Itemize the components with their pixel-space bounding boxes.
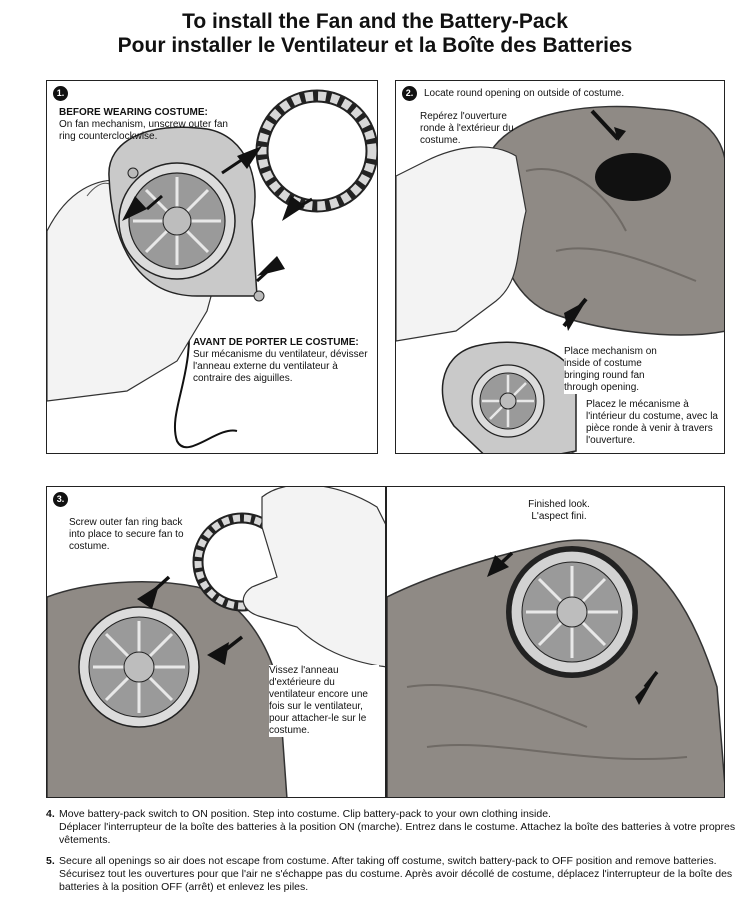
- step2-panel: 2. Locate round opening on outside of co…: [395, 80, 725, 454]
- finished-illustration: [387, 539, 724, 797]
- fan-icon: [78, 606, 200, 728]
- step5-text-en: Secure all openings so air does not esca…: [59, 855, 717, 867]
- step5-instruction: 5. Secure all openings so air does not e…: [46, 855, 736, 894]
- hand-icon: [242, 487, 385, 668]
- hand-icon: [396, 146, 527, 342]
- step3-panel: 3. Screw outer fan ring back into place …: [46, 486, 386, 798]
- step-number: 4.: [46, 808, 55, 820]
- step1-caption-en: BEFORE WEARING COSTUME: On fan mechanism…: [59, 107, 234, 143]
- step4-text-fr: Déplacer l'interrupteur de la boîte des …: [59, 821, 736, 846]
- step1-heading-fr: AVANT DE PORTER LE COSTUME:: [193, 337, 359, 348]
- step1-caption-fr: AVANT DE PORTER LE COSTUME: Sur mécanism…: [193, 337, 373, 385]
- fan-icon: [108, 126, 265, 302]
- step-number: 3.: [53, 492, 68, 507]
- step5-text-fr: Sécurisez tout les ouvertures pour que l…: [59, 868, 733, 893]
- page-title-fr: Pour installer le Ventilateur et la Boît…: [117, 34, 633, 57]
- step3-text-en: Screw outer fan ring back into place to …: [69, 517, 184, 552]
- page-title-en: To install the Fan and the Battery-Pack: [182, 10, 568, 33]
- step2-locate-en: Locate round opening on outside of costu…: [424, 88, 625, 99]
- finished-caption: Finished look. L'aspect fini.: [519, 499, 599, 523]
- finished-text-en: Finished look.: [528, 499, 590, 510]
- step2-illustration: [396, 105, 724, 453]
- step4-instruction: 4. Move battery-pack switch to ON positi…: [46, 808, 736, 847]
- step-number: 5.: [46, 855, 55, 867]
- fan-icon: [506, 546, 638, 678]
- step3-illustration: [47, 487, 385, 797]
- costume-opening-icon: [595, 153, 671, 201]
- step1-heading-en: BEFORE WEARING COSTUME:: [59, 107, 208, 118]
- step4-text-en: Move battery-pack switch to ON position.…: [59, 808, 551, 820]
- step1-panel: 1. BEFORE WEARING COSTUME: On fan mechan…: [46, 80, 378, 454]
- fan-ring-icon: [255, 89, 377, 213]
- finished-text-fr: L'aspect fini.: [531, 511, 587, 522]
- step2-place-fr: Placez le mécanisme à l'intérieur du cos…: [586, 399, 721, 447]
- step1-text-fr: Sur mécanisme du ventilateur, dévisser l…: [193, 349, 368, 384]
- step2-place-en: Place mechanism on inside of costume bri…: [564, 346, 679, 394]
- step-number: 2.: [402, 86, 417, 101]
- finished-panel: Finished look. L'aspect fini.: [386, 486, 725, 798]
- step3-text-fr: Vissez l'anneau d'extérieure du ventilat…: [269, 665, 379, 737]
- step-number: 1.: [53, 86, 68, 101]
- step2-locate-fr: Repérez l'ouverture ronde à l'extérieur …: [420, 111, 514, 146]
- fan-icon: [441, 341, 577, 453]
- step1-illustration: [47, 89, 377, 449]
- step1-text-en: On fan mechanism, unscrew outer fan ring…: [59, 119, 228, 142]
